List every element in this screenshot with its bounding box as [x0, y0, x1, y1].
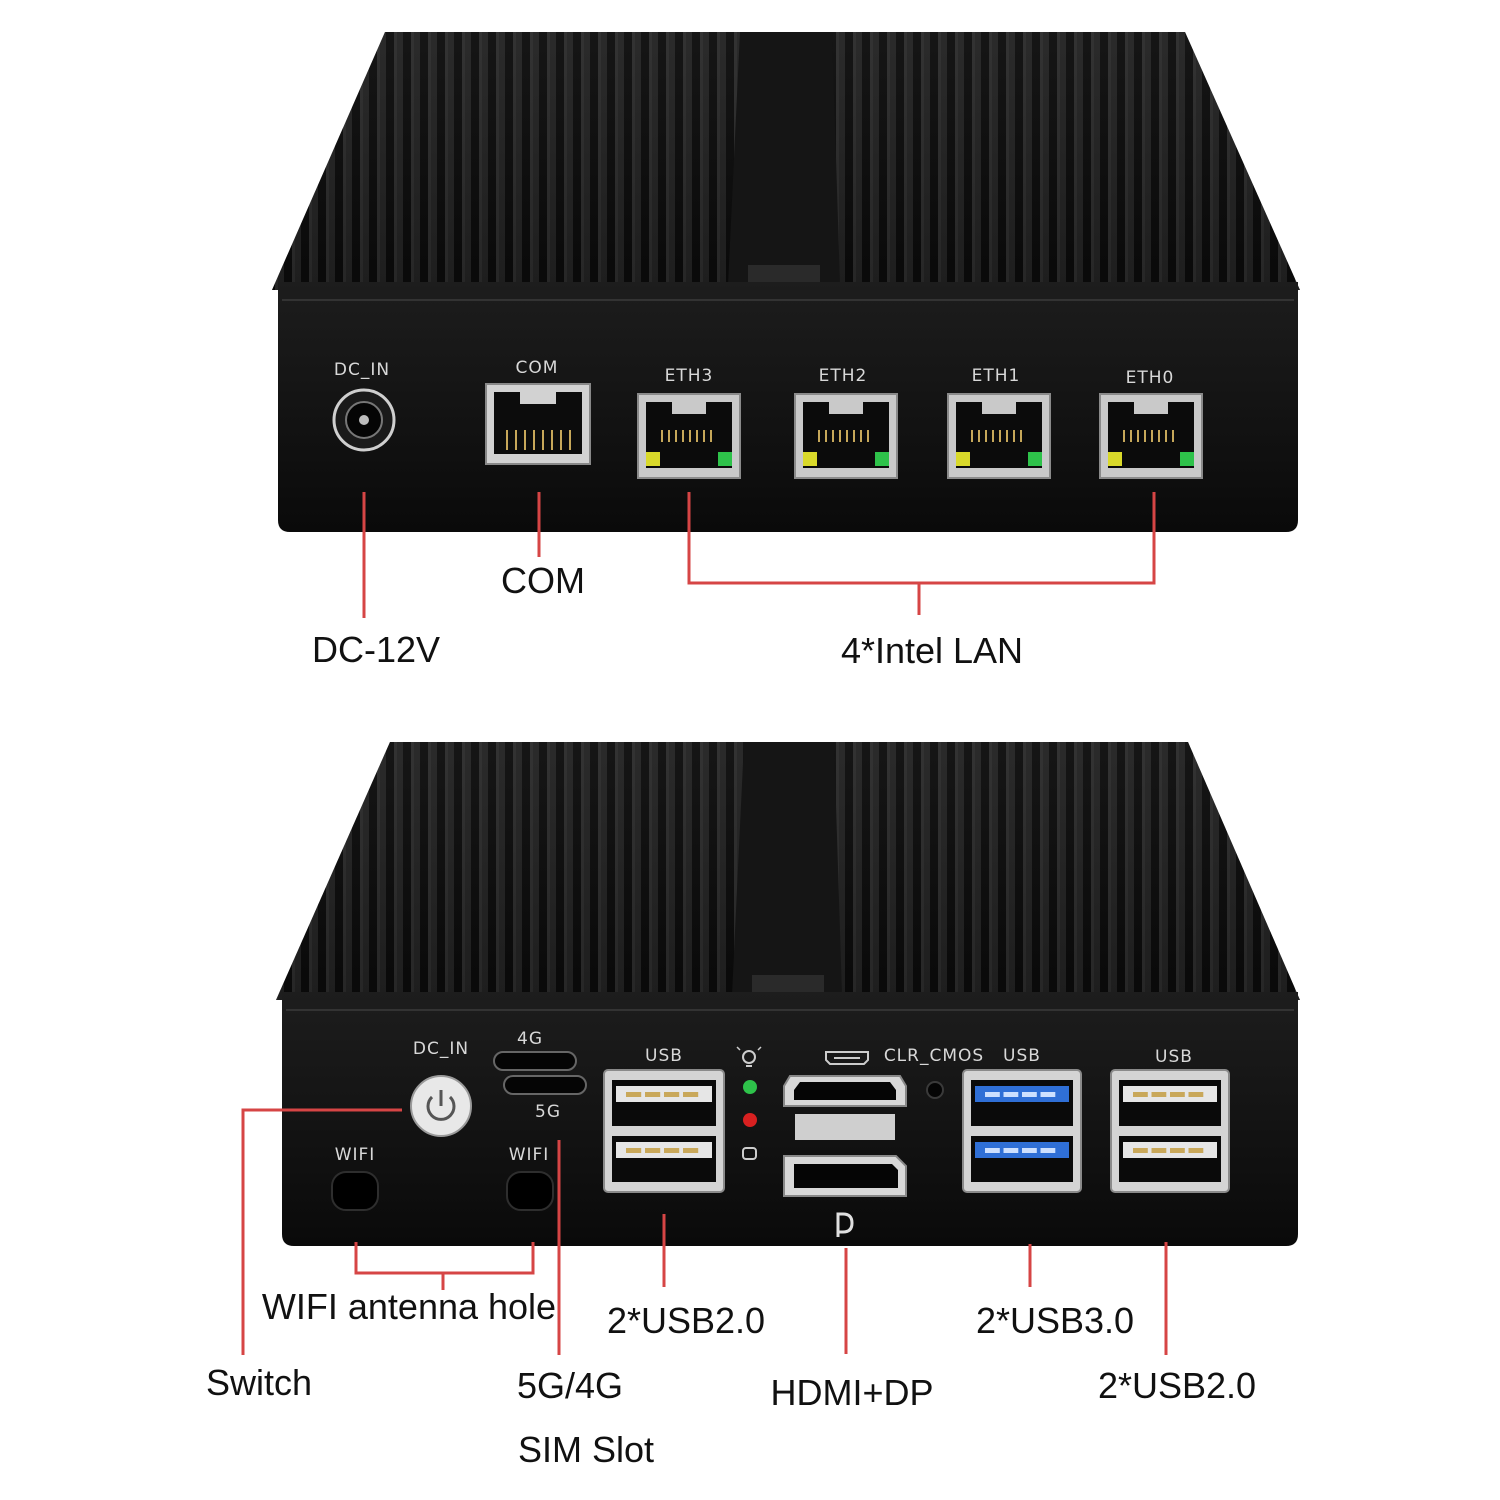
wifi-leader: [354, 1242, 535, 1275]
power-button[interactable]: [410, 1075, 472, 1137]
usb2-port: [1119, 1136, 1221, 1182]
ethernet-jack: [1099, 393, 1203, 479]
activity-led: [1028, 452, 1042, 466]
center-channel-notch: [752, 975, 824, 997]
center-channel-notch: [748, 265, 820, 287]
usb20-left-callout: 2*USB2.0: [607, 1300, 765, 1341]
lan-leader: [687, 492, 1156, 585]
usb30-stack: [962, 1069, 1082, 1193]
sim-callout-line2: SIM Slot: [518, 1429, 654, 1470]
wifi-antenna-hole-left: [331, 1171, 379, 1211]
hdmi-dp-callout: HDMI+DP: [770, 1372, 933, 1413]
switch-leader: [241, 1108, 402, 1355]
link-led: [956, 452, 970, 466]
center-channel: [732, 742, 842, 995]
power-icon: [426, 1090, 456, 1121]
clr-cmos-silkscreen: CLR_CMOS: [884, 1046, 984, 1066]
activity-led: [1180, 452, 1194, 466]
usb2-port: [1119, 1080, 1221, 1126]
ethernet-jack: [947, 393, 1051, 479]
usb20-right-stack: [1110, 1069, 1230, 1193]
com-callout: COM: [501, 560, 585, 601]
link-led: [803, 452, 817, 466]
usb2-port: [612, 1080, 716, 1126]
led-green: [743, 1080, 757, 1094]
com-port: [485, 383, 591, 465]
activity-led: [875, 452, 889, 466]
bottom-device: DC_IN 4G 5G WIFI WIFI USB: [206, 742, 1300, 1470]
switch-callout: Switch: [206, 1362, 312, 1403]
sim-4g-silkscreen: 4G: [517, 1029, 543, 1049]
wifi-left-silkscreen: WIFI: [335, 1145, 376, 1165]
sim-5g-silkscreen: 5G: [535, 1102, 561, 1122]
usb30-callout: 2*USB3.0: [976, 1300, 1134, 1341]
sim-callout-line1: 5G/4G: [517, 1365, 623, 1406]
clr-cmos-button[interactable]: [926, 1081, 944, 1099]
eth2-silkscreen: ETH2: [819, 366, 868, 386]
com-silkscreen: COM: [516, 358, 559, 378]
center-channel: [728, 32, 840, 285]
usb20-left-stack: [603, 1069, 725, 1193]
light-bulb-icon: [736, 1046, 762, 1067]
usb-left-silkscreen: USB: [645, 1046, 683, 1066]
ethernet-port-group: ETH3 ETH2 ETH1 ETH0: [637, 366, 1203, 479]
wifi-antenna-callout: WIFI antenna hole: [262, 1286, 556, 1327]
eth0-silkscreen: ETH0: [1126, 368, 1175, 388]
port-divider: [795, 1114, 895, 1140]
dc-in-silkscreen: DC_IN: [413, 1039, 469, 1059]
sim-slot: [493, 1051, 587, 1095]
usb-middle-silkscreen: USB: [1003, 1046, 1041, 1066]
dc-in-jack: [332, 388, 396, 452]
hdmi-port: [783, 1075, 907, 1107]
dc-callout: DC-12V: [312, 629, 440, 670]
eth3-silkscreen: ETH3: [665, 366, 714, 386]
led-indicators: [736, 1046, 762, 1160]
usb3-port: [971, 1080, 1073, 1126]
led-red: [743, 1113, 757, 1127]
usb20-right-callout: 2*USB2.0: [1098, 1365, 1256, 1406]
ethernet-jack: [794, 393, 898, 479]
link-led: [646, 452, 660, 466]
eth1-silkscreen: ETH1: [972, 366, 1021, 386]
ethernet-jack: [637, 393, 741, 479]
wifi-antenna-hole-right: [506, 1171, 554, 1211]
disk-icon: [742, 1147, 757, 1160]
hdmi-icon: [825, 1051, 869, 1065]
wifi-right-silkscreen: WIFI: [509, 1145, 550, 1165]
link-led: [1108, 452, 1122, 466]
lan-callout: 4*Intel LAN: [841, 630, 1023, 671]
dc-in-silkscreen: DC_IN: [334, 360, 390, 380]
top-device: DC_IN COM ETH3 ETH2 ETH1 ETH0 COM DC-12V: [272, 32, 1300, 671]
usb2-port: [612, 1136, 716, 1182]
usb-right-silkscreen: USB: [1155, 1047, 1193, 1067]
displayport-port: [783, 1155, 907, 1197]
usb3-port: [971, 1136, 1073, 1182]
activity-led: [718, 452, 732, 466]
displayport-icon: [836, 1212, 854, 1237]
